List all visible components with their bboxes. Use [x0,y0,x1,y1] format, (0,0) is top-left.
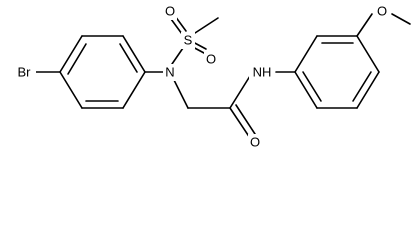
atom-o-methoxy: O [374,3,390,20]
bromophenyl-ring [59,35,146,109]
atom-n-sulfonamide: N [163,64,177,81]
svg-text:S: S [184,33,193,48]
atom-o-carbonyl: O [248,134,262,151]
svg-text:N: N [165,65,174,80]
svg-text:O: O [165,4,175,19]
atom-o-sulfonyl-right: O [204,51,218,68]
svg-text:O: O [250,135,260,150]
svg-text:O: O [206,52,216,67]
atom-br: Br [14,63,36,81]
svg-text:Br: Br [18,65,32,80]
methoxyphenyl-ring [294,35,380,109]
svg-text:O: O [377,4,387,19]
svg-text:NH: NH [253,65,272,80]
atom-nh-amide: NH [249,63,275,81]
acetamide-linker [173,75,256,139]
molecule-diagram: Br N S O O NH O O [14,3,411,151]
n-s-bond [171,47,184,65]
atom-o-sulfonyl-top: O [163,3,177,20]
atom-s: S [181,32,195,49]
methoxy-group [356,13,411,37]
